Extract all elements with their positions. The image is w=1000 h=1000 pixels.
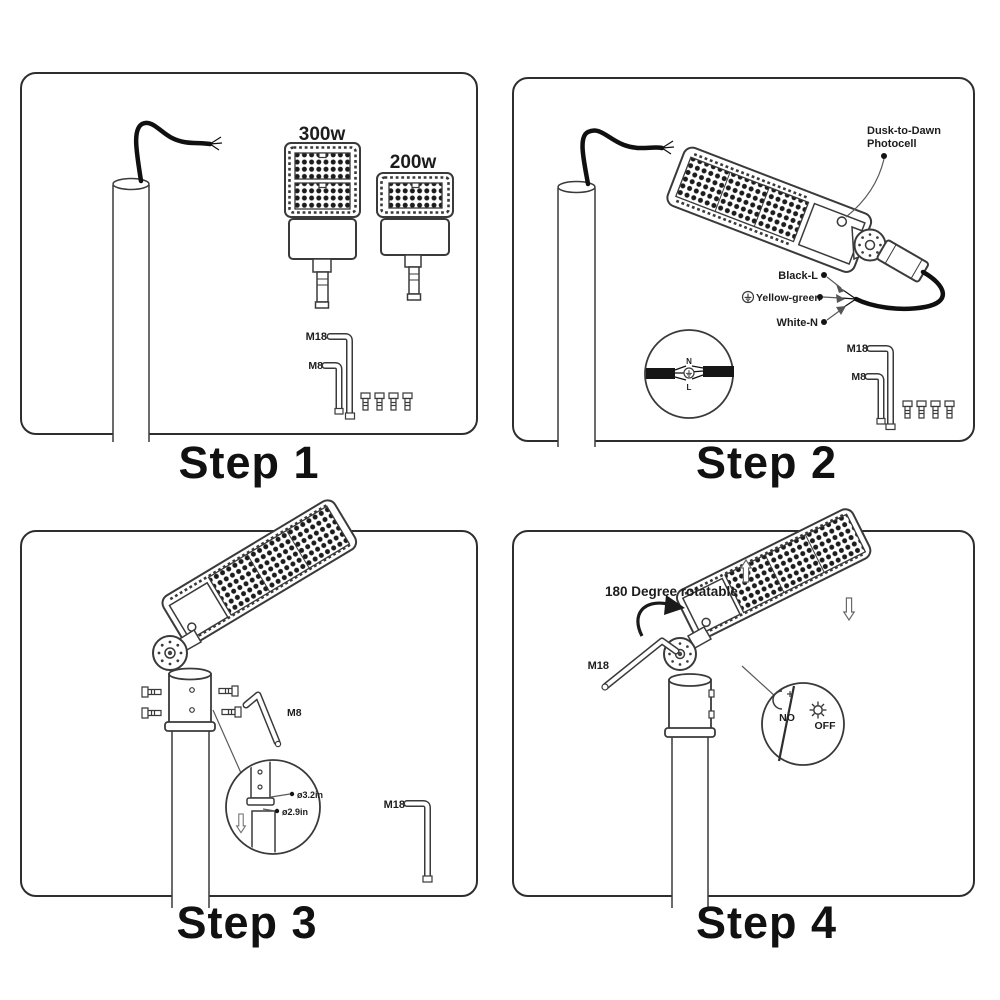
- photocell-label-line1: Dusk-to-Dawn: [867, 125, 941, 137]
- m18-label: M18: [587, 660, 608, 672]
- hex-key-m8-icon: [242, 691, 281, 747]
- rotation-note-label: 180 Degree rotatable: [605, 584, 738, 599]
- wattage-label-300w: 300w: [298, 124, 345, 145]
- detail-leader: [741, 665, 776, 697]
- m18-label: M18: [305, 331, 326, 343]
- bracket-diameter-label: ø3.2in: [297, 790, 323, 800]
- pole-diameter-label: ø2.9in: [282, 807, 308, 817]
- step3-illustration: M8 ø3.2in: [140, 498, 433, 908]
- step2-caption: Step 2: [695, 437, 838, 488]
- mode-day-label: OFF: [814, 720, 836, 732]
- supply-wire-drawing: [133, 120, 222, 183]
- screws-icon: [359, 391, 413, 411]
- hex-key-m8-icon: [864, 372, 886, 425]
- step2-panel: Dusk-to-Dawn Photocell Black-L Yellow-gr…: [512, 77, 975, 447]
- photocell-hole: [836, 215, 847, 227]
- step4-illustration: 180 Degree rotatable M18: [587, 507, 871, 908]
- m18-label: M18: [846, 343, 867, 355]
- fixture-300w-drawing: 300w: [283, 124, 361, 309]
- splice-l-label: L: [686, 383, 691, 392]
- fixture-wire-drawing: [853, 269, 945, 311]
- fixture-200w-drawing: 200w: [375, 152, 454, 301]
- pole-fit-detail-drawing: ø3.2in ø2.9in: [224, 758, 323, 855]
- ground-icon: [741, 290, 754, 303]
- photocell-mode-detail-drawing: NO OFF: [760, 681, 845, 766]
- hex-key-m18-icon: [600, 637, 679, 691]
- hex-key-m8-icon: [321, 361, 344, 415]
- fixture-drawing: [662, 507, 871, 671]
- step1-panel: 300w 200w: [20, 72, 478, 442]
- photocell-hole: [700, 617, 711, 627]
- supply-wire-drawing: [579, 127, 674, 186]
- step2-illustration: Dusk-to-Dawn Photocell Black-L Yellow-gr…: [556, 125, 955, 447]
- hex-key-m18-icon: [326, 332, 355, 420]
- pole-drawing: [556, 180, 596, 447]
- splice-n-label: N: [686, 357, 692, 366]
- fixture-drawing: [665, 146, 945, 311]
- m8-label: M8: [287, 707, 302, 719]
- step3-panel: M8 ø3.2in: [20, 498, 478, 908]
- tool-kit-drawing: M18 M8: [305, 331, 413, 420]
- step1-caption: Step 1: [178, 437, 320, 488]
- moon-icon: [771, 689, 793, 710]
- step4-caption: Step 4: [695, 897, 838, 948]
- down-arrow-icon: [842, 596, 855, 621]
- ground-icon: [682, 366, 695, 379]
- wire-callouts: Black-L Yellow-green White-N: [741, 270, 846, 329]
- mount-sleeve-drawing: [876, 239, 929, 282]
- mode-night-label: NO: [779, 712, 795, 724]
- detail-leader: [211, 709, 242, 773]
- tool-kit-drawing: M18 M8: [846, 343, 955, 430]
- fixture-drawing: [151, 498, 357, 671]
- hex-key-m18-icon: [403, 799, 433, 883]
- wire-live-label: Black-L: [778, 270, 818, 282]
- wattage-label-200w: 200w: [389, 152, 436, 173]
- splice-detail-drawing: N L: [643, 328, 734, 419]
- photocell-label-line2: Photocell: [867, 138, 917, 150]
- m8-label: M8: [308, 360, 323, 372]
- photocell-callout: Dusk-to-Dawn Photocell: [845, 125, 941, 217]
- wire-neutral-label: White-N: [776, 317, 818, 329]
- pivot-joint-drawing: [151, 634, 188, 671]
- step4-panel: 180 Degree rotatable M18: [512, 507, 975, 908]
- step3-caption: Step 3: [176, 897, 318, 948]
- mount-sleeve-drawing: [163, 667, 216, 732]
- pole-drawing: [111, 177, 150, 442]
- pole-drawing: [170, 730, 210, 908]
- rotate-arrow-icon: [635, 594, 685, 637]
- mount-sleeve-drawing: [663, 672, 716, 738]
- m8-label: M8: [851, 371, 866, 383]
- wire-ground-label: Yellow-green: [756, 292, 821, 304]
- m18-label: M18: [383, 799, 404, 811]
- pole-drawing: [670, 736, 709, 908]
- screws-icon: [901, 399, 955, 419]
- sun-icon: [808, 700, 827, 719]
- step1-illustration: 300w 200w: [111, 120, 454, 442]
- hex-key-m18-icon: [866, 344, 896, 430]
